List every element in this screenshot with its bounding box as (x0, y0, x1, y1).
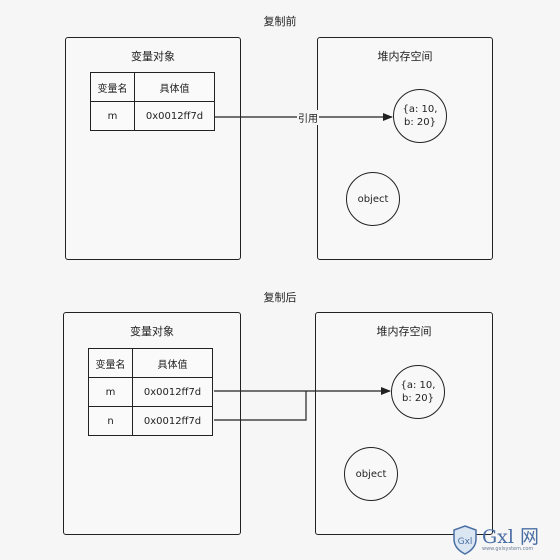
after-object-circle: object (344, 447, 398, 501)
after-title: 复制后 (263, 291, 297, 304)
before-heap-box: 堆内存空间 (317, 37, 493, 260)
variable-name-cell: n (88, 406, 133, 436)
svg-text:Gxl: Gxl (458, 537, 473, 547)
table-row: m 0x0012ff7d (88, 377, 213, 407)
after-heap-title: 堆内存空间 (376, 325, 432, 338)
table-row: m 0x0012ff7d (90, 101, 215, 131)
after-variable-table: 变量名 具体值 m 0x0012ff7d n 0x0012ff7d (88, 348, 213, 436)
watermark-url: www.gxlsystem.com (482, 546, 534, 552)
watermark-brand: Gxl 网 (482, 526, 540, 548)
before-variable-table: 变量名 具体值 m 0x0012ff7d (90, 72, 215, 131)
watermark-logo: Gxl Gxl 网 www.gxlsystem.com (452, 522, 560, 558)
object-label: object (357, 193, 389, 205)
before-heap-title: 堆内存空间 (377, 50, 433, 63)
object-label: object (355, 468, 387, 480)
table-row: n 0x0012ff7d (88, 406, 213, 436)
after-n-reference-line (214, 391, 307, 421)
before-object-circle: object (346, 172, 400, 226)
after-variable-object-title: 变量对象 (130, 325, 174, 338)
reference-label: 引用 (297, 110, 319, 125)
object-literal-line2: b: 20} (404, 117, 436, 128)
object-literal-line1: {a: 10, (402, 104, 438, 115)
shield-icon: Gxl (452, 525, 478, 555)
value-cell: 0x0012ff7d (132, 377, 213, 407)
object-literal-line1: {a: 10, (400, 380, 436, 391)
value-cell: 0x0012ff7d (132, 406, 213, 436)
table-header-row: 变量名 具体值 (90, 72, 215, 102)
variable-name-cell: m (88, 377, 133, 407)
object-literal-line2: b: 20} (402, 393, 434, 404)
after-heap-box: 堆内存空间 (315, 312, 493, 535)
before-heap-object-circle: {a: 10, b: 20} (393, 89, 447, 143)
variable-name-cell: m (90, 101, 135, 131)
before-title: 复制前 (263, 15, 297, 28)
before-variable-object-title: 变量对象 (131, 50, 175, 63)
after-heap-object-circle: {a: 10, b: 20} (391, 365, 445, 419)
value-cell: 0x0012ff7d (134, 101, 215, 131)
